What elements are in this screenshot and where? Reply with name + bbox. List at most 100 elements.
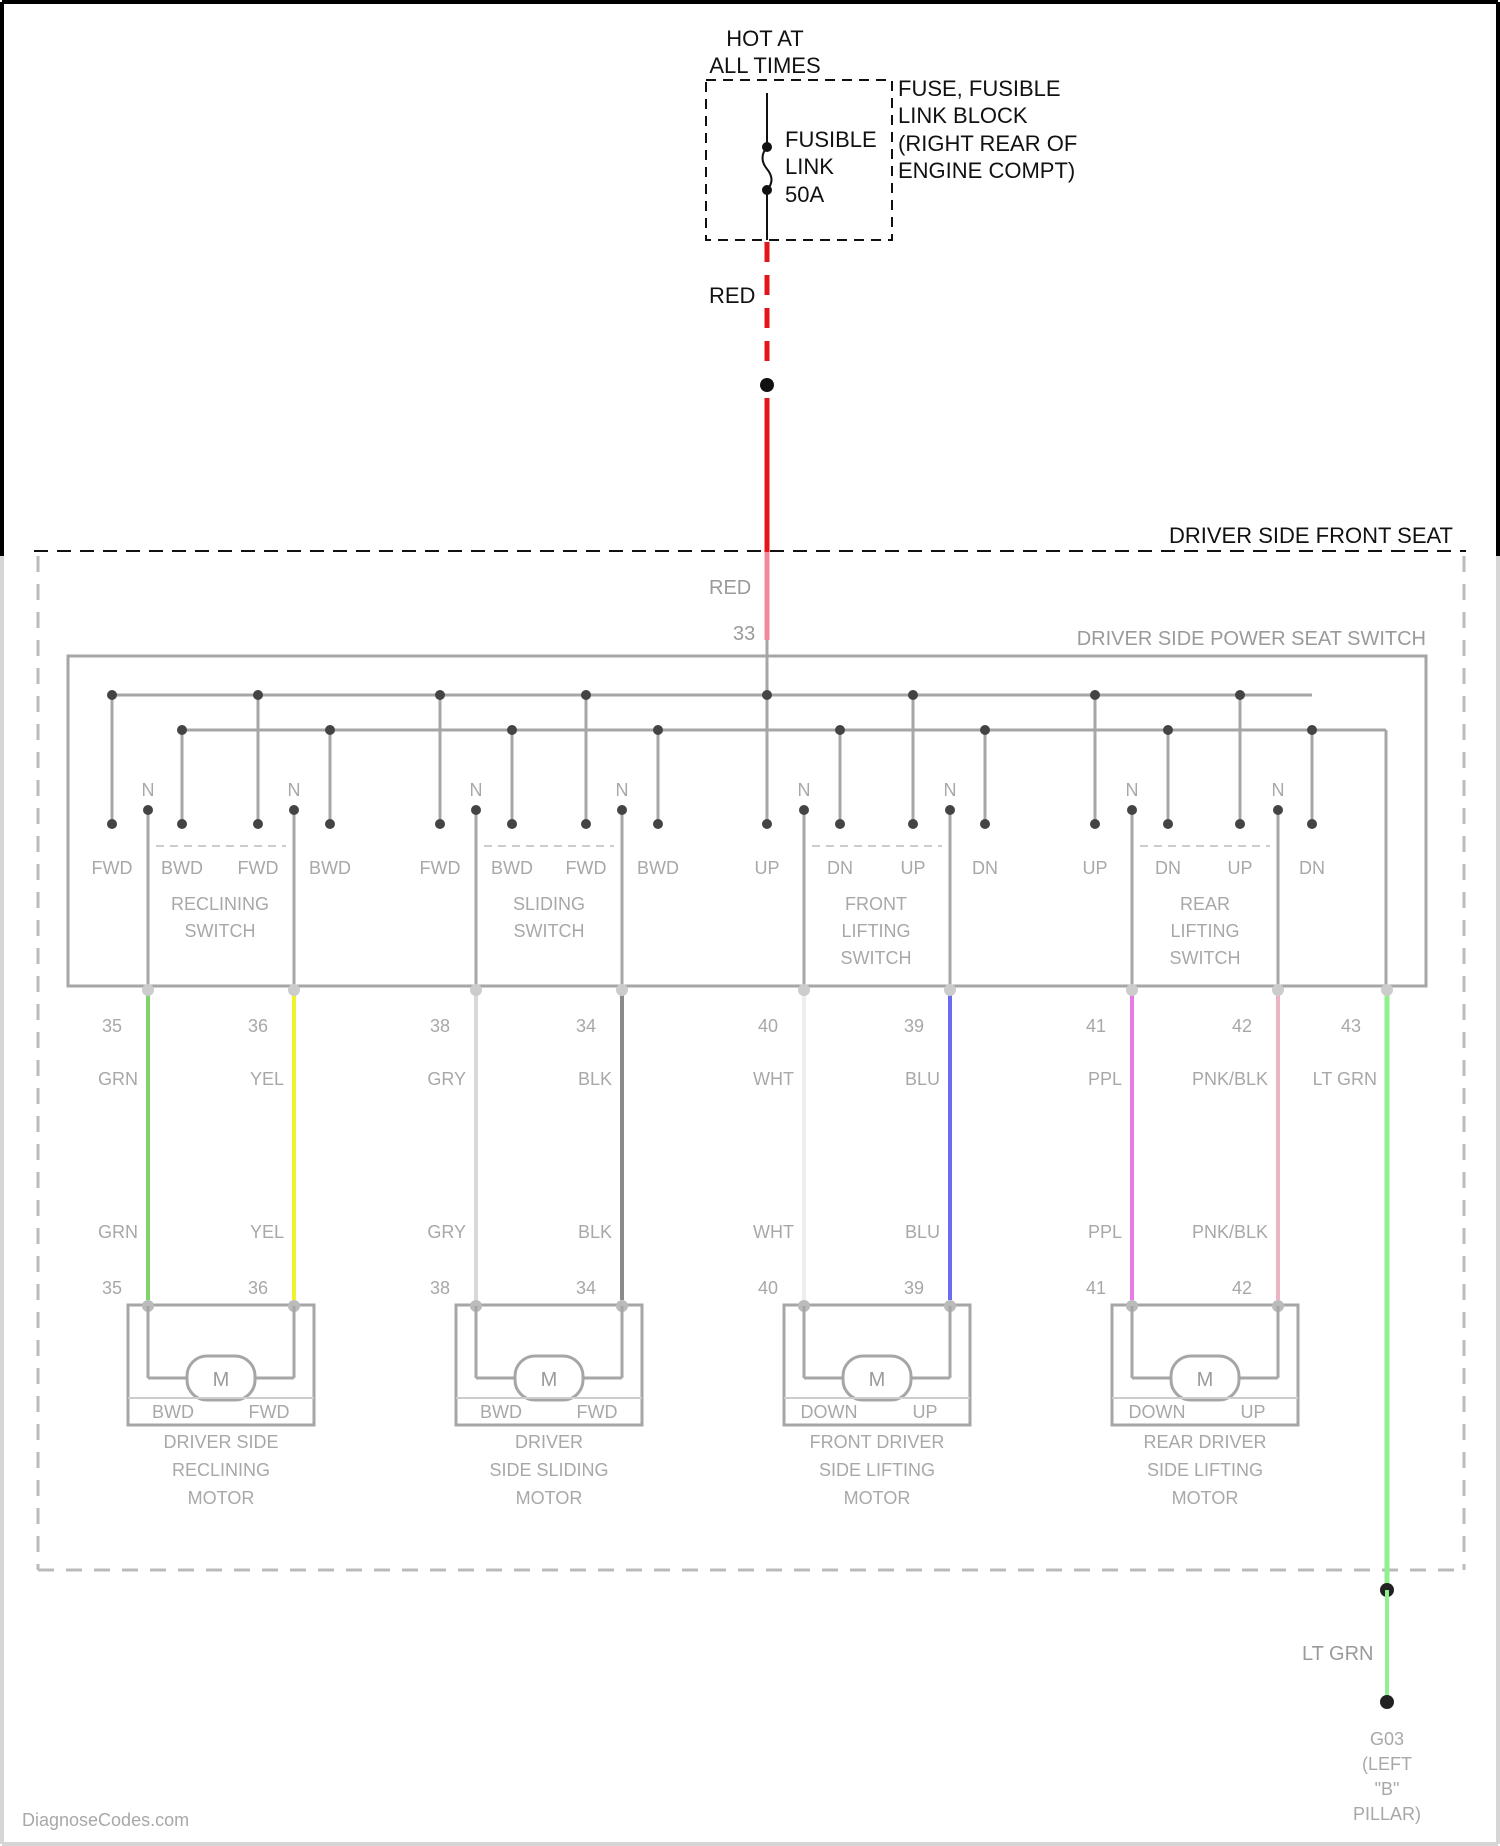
switch-contact-dot	[1307, 819, 1317, 829]
wire-pin-label: 38	[430, 1278, 450, 1298]
wire-color-label: WHT	[753, 1069, 794, 1089]
motor-terminal-label: BWD	[152, 1402, 194, 1422]
fuse-block-label-4: ENGINE COMPT)	[898, 158, 1075, 183]
fuse-block-label-1: FUSE, FUSIBLE	[898, 76, 1061, 101]
switch-pivot-dot	[289, 805, 299, 815]
wire-pin-label: 35	[102, 1016, 122, 1036]
power-seat-switch: FWDBWDFWDBWDNNRECLININGSWITCH FWD BWD FWD BW…	[68, 640, 1426, 986]
switch-contact-label: DN	[1155, 858, 1181, 878]
motor-name-label: MOTOR	[516, 1488, 583, 1508]
switch-contact-dot	[253, 819, 263, 829]
switch-contact-label: UP	[1082, 858, 1107, 878]
switch-contact-dot	[435, 819, 445, 829]
motor-terminal-label: FWD	[249, 1402, 290, 1422]
wire-color-label: BLK	[578, 1069, 612, 1089]
switch-pivot-dot	[945, 805, 955, 815]
connector-terminal	[288, 984, 300, 996]
bus-junction-dot	[1307, 725, 1317, 735]
wire-color-label: PPL	[1088, 1222, 1122, 1242]
switch-name-label: SWITCH	[185, 921, 256, 941]
bus-junction-dot	[908, 690, 918, 700]
wire-pin-label: 39	[904, 1016, 924, 1036]
switch-contact-label: FWD	[566, 858, 607, 878]
bus-junction-dot	[1090, 690, 1100, 700]
wire-pin-label: 35	[102, 1278, 122, 1298]
ground-circuit: LT GRN G03 (LEFT "B" PILLAR)	[1302, 1583, 1421, 1824]
connector-terminal	[616, 984, 628, 996]
switch-contact-label: UP	[754, 858, 779, 878]
watermark: DiagnoseCodes.com	[22, 1810, 189, 1830]
motor-name-label: MOTOR	[1172, 1488, 1239, 1508]
switch-contact-label: FWD	[420, 858, 461, 878]
switch-neutral-label: N	[944, 780, 957, 800]
motor-terminal-label: UP	[912, 1402, 937, 1422]
motor-name-label: RECLINING	[172, 1460, 270, 1480]
motor-terminal-label: DOWN	[801, 1402, 858, 1422]
connector-terminal	[944, 984, 956, 996]
wire-pin-label: 42	[1232, 1016, 1252, 1036]
wire-color-label: WHT	[753, 1222, 794, 1242]
switch-contact-label: DN	[1299, 858, 1325, 878]
wire-color-label: BLU	[905, 1222, 940, 1242]
switch-pivot-dot	[617, 805, 627, 815]
wire-pin-label: 40	[758, 1016, 778, 1036]
switch-contact-dot	[980, 819, 990, 829]
bus-junction-dot	[1235, 690, 1245, 700]
fusible-link-label-3: 50A	[785, 182, 824, 207]
motor-terminal-label: UP	[1240, 1402, 1265, 1422]
power-source: HOT AT ALL TIMES FUSE, FUSIBLE LINK BLOC…	[706, 26, 1077, 552]
motor-name-label: DRIVER	[515, 1432, 583, 1452]
fuse-block-label-3: (RIGHT REAR OF	[898, 131, 1077, 156]
motor-name-label: MOTOR	[188, 1488, 255, 1508]
switch-name-label: LIFTING	[1170, 921, 1239, 941]
switch-pivot-dot	[143, 805, 153, 815]
ground-point-dot	[1380, 1695, 1394, 1709]
motor-name-label: DRIVER SIDE	[163, 1432, 278, 1452]
connector-terminal	[798, 984, 810, 996]
fusible-link-icon	[763, 147, 772, 190]
fuse-block-label-2: LINK BLOCK	[898, 103, 1028, 128]
wire-pin-label: 36	[248, 1278, 268, 1298]
wire-pin-label: 36	[248, 1016, 268, 1036]
bus-junction-dot	[581, 690, 591, 700]
wire-pin-label: 38	[430, 1016, 450, 1036]
connector-terminal	[470, 984, 482, 996]
wire-pin-label: 39	[904, 1278, 924, 1298]
ground-wire-label: LT GRN	[1302, 1643, 1374, 1665]
connector-terminal	[1126, 984, 1138, 996]
motor-3: MDOWNUPFRONT DRIVERSIDE LIFTINGMOTOR	[784, 1300, 970, 1508]
power-seat-switch-title: DRIVER SIDE POWER SEAT SWITCH	[1077, 628, 1426, 650]
motor-symbol: M	[869, 1369, 886, 1391]
switch-pivot-dot	[799, 805, 809, 815]
wire-pin-label: 41	[1086, 1278, 1106, 1298]
bus-junction-dot	[980, 725, 990, 735]
switch-contact-label: BWD	[309, 858, 351, 878]
seat-motors: MBWDFWDDRIVER SIDERECLININGMOTORMBWDFWDD…	[128, 1300, 1298, 1508]
motor-symbol: M	[541, 1369, 558, 1391]
bus-junction-dot	[1163, 725, 1173, 735]
switch-name-label: FRONT	[845, 894, 907, 914]
bus-junction-dot	[253, 690, 263, 700]
wire-pin-label: 34	[576, 1278, 596, 1298]
motor-terminal-label: FWD	[577, 1402, 618, 1422]
wire-color-label: BLU	[905, 1069, 940, 1089]
connector-terminal	[1272, 984, 1284, 996]
switch-name-label: REAR	[1180, 894, 1230, 914]
switch-name-label: SWITCH	[1170, 948, 1241, 968]
motor-symbol: M	[1197, 1369, 1214, 1391]
wire-color-label: GRY	[427, 1069, 466, 1089]
wire-color-label: YEL	[250, 1069, 284, 1089]
connector-terminal	[1381, 984, 1393, 996]
switch-contact-label: BWD	[161, 858, 203, 878]
fusible-link-label-1: FUSIBLE	[785, 127, 877, 152]
switch-contact-dot	[1163, 819, 1173, 829]
switch-1: FWDBWDFWDBWDNNRECLININGSWITCH	[92, 690, 351, 986]
wire-color-label: GRY	[427, 1222, 466, 1242]
wire-color-label: LT GRN	[1313, 1069, 1377, 1089]
switch-neutral-label: N	[1272, 780, 1285, 800]
switch-contact-dot	[177, 819, 187, 829]
connector-terminal	[142, 984, 154, 996]
bus-junction-dot	[835, 725, 845, 735]
